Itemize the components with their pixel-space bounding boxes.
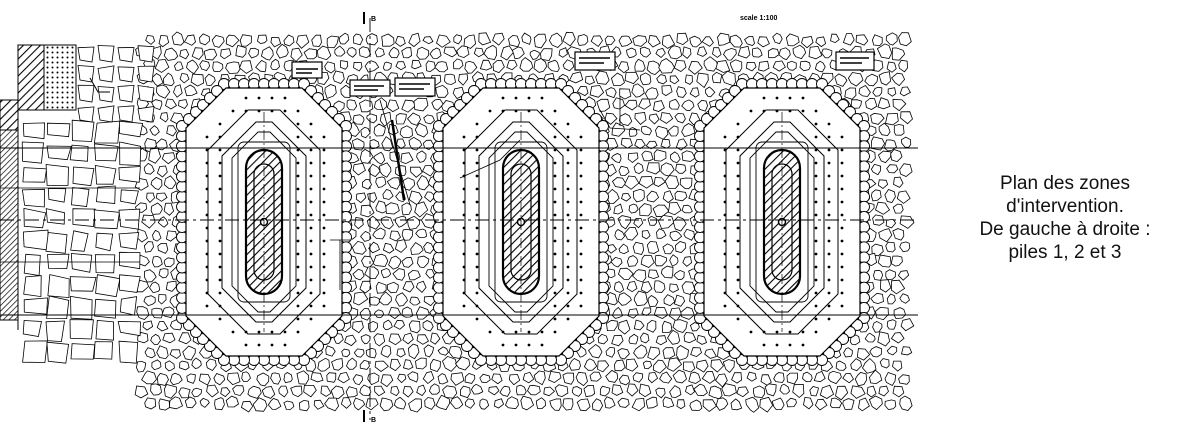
pile-ring-3 [231, 131, 297, 313]
leader-lines [330, 96, 641, 290]
pile-ring-2 [478, 121, 564, 323]
pile-3 [694, 78, 870, 366]
caption-line-2: d'intervention. [1006, 196, 1124, 217]
pile-ring-2 [221, 121, 307, 323]
caption-line-3: De gauche à droite : [979, 219, 1151, 240]
pile-ring-3 [749, 131, 815, 313]
pile-ring-3 [488, 131, 554, 313]
riprap-rubble-area [21, 31, 915, 413]
pile-ring-1 [207, 109, 321, 335]
pile-dot-grid [462, 96, 583, 347]
plan-drawing: B B scale 1:100 [0, 12, 918, 424]
section-marker-top: B [363, 12, 376, 24]
annotation-boxes [291, 51, 875, 97]
pile-2 [433, 78, 609, 366]
caption-line-4: piles 1, 2 et 3 [1008, 242, 1122, 263]
pile-dot-grid [723, 96, 844, 347]
pile-ring-1 [464, 109, 578, 335]
figure-caption: Plan des zones d'intervention. De gauche… [930, 172, 1200, 264]
pile-1 [176, 78, 352, 366]
vertical-annotation-mark [390, 119, 406, 201]
scale-label: scale 1:100 [740, 15, 777, 22]
pile-ring-2 [739, 121, 825, 323]
pile-ring-1 [725, 109, 839, 335]
pile-outer-scallops [694, 78, 870, 366]
section-marker-bottom: B [363, 410, 376, 424]
hook-symbol [89, 77, 110, 93]
svg-text:B: B [371, 16, 376, 23]
annotation-box-marks [296, 57, 869, 91]
svg-text:B: B [371, 417, 376, 424]
grid-lines [0, 18, 918, 420]
abutment [0, 44, 77, 330]
caption-line-1: Plan des zones [1000, 173, 1130, 194]
piles-group [176, 78, 870, 366]
